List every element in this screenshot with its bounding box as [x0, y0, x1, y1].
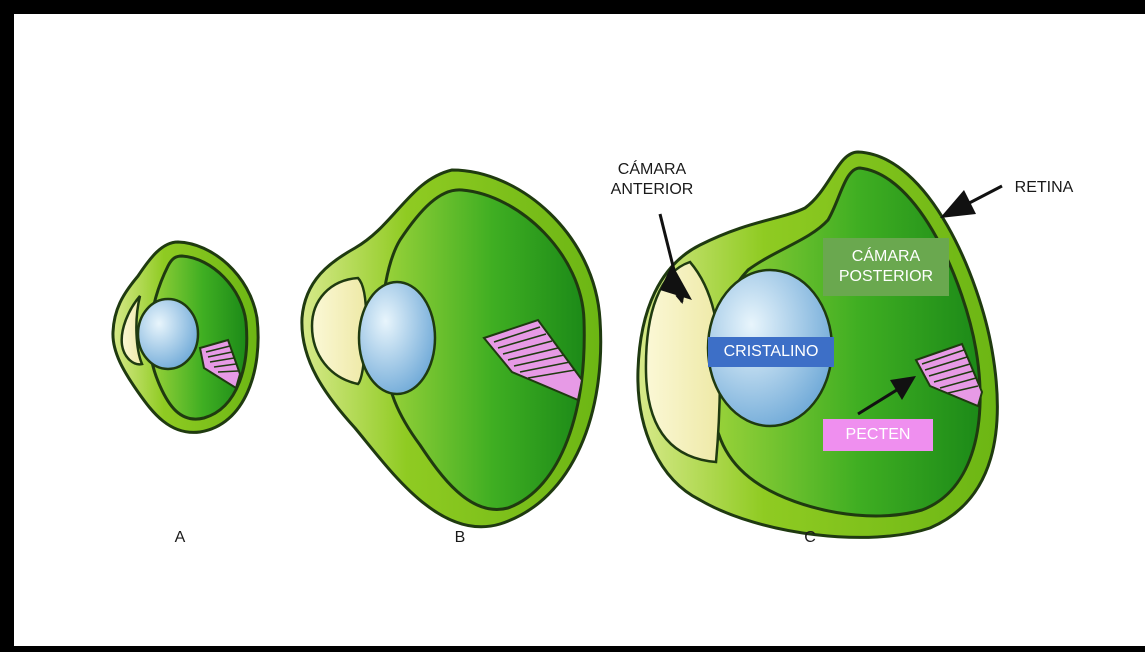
- tag-camara-posterior-line1: CÁMARA: [823, 247, 949, 267]
- panel-label-a: A: [170, 528, 190, 548]
- label-camara-anterior: CÁMARA ANTERIOR: [592, 160, 712, 200]
- label-camara-anterior-line2: ANTERIOR: [592, 180, 712, 200]
- tag-cristalino: CRISTALINO: [708, 337, 834, 367]
- panel-label-a-text: A: [175, 529, 186, 546]
- tag-camara-posterior: CÁMARA POSTERIOR: [823, 238, 949, 296]
- arrow-icon: [940, 190, 976, 218]
- tag-pecten: PECTEN: [823, 419, 933, 451]
- tag-camara-posterior-line2: POSTERIOR: [823, 267, 949, 287]
- panel-label-b-text: B: [455, 529, 466, 546]
- label-camara-anterior-line1: CÁMARA: [592, 160, 712, 180]
- label-retina-text: RETINA: [1015, 179, 1074, 196]
- diagram-canvas: CÁMARA ANTERIOR RETINA CÁMARA POSTERIOR …: [14, 14, 1145, 646]
- eye-b-lens: [359, 282, 435, 394]
- tag-pecten-text: PECTEN: [846, 426, 911, 443]
- panel-label-c-text: C: [804, 529, 816, 546]
- panel-label-b: B: [450, 528, 470, 548]
- eye-a-lens: [138, 299, 198, 369]
- panel-label-c: C: [800, 528, 820, 548]
- eye-evolution-diagram: [14, 14, 1145, 646]
- eye-a: [113, 242, 258, 432]
- label-retina: RETINA: [1004, 178, 1084, 198]
- eye-b: [302, 170, 601, 527]
- tag-cristalino-text: CRISTALINO: [724, 343, 819, 360]
